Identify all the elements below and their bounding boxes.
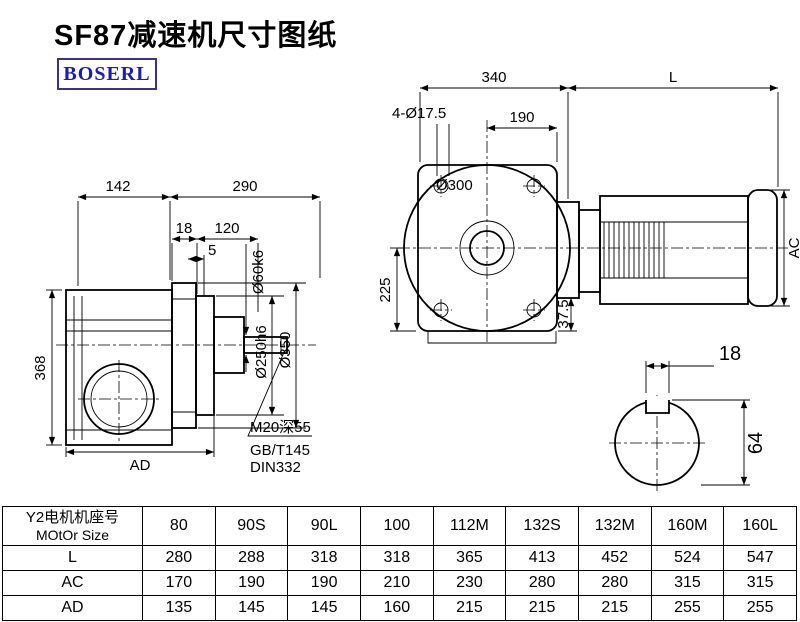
table-cell: 190: [214, 570, 289, 596]
table-cell: 288: [214, 545, 289, 571]
dim-64-label: 64: [745, 432, 767, 454]
row-label-ad: AD: [2, 595, 143, 621]
frame-size-112m: 112M: [432, 506, 507, 546]
table-cell: 210: [359, 570, 434, 596]
thread-note-label: M20深55: [250, 419, 311, 436]
key-width-label: 18: [719, 343, 741, 365]
table-cell: 315: [650, 570, 725, 596]
table-cell: 524: [650, 545, 725, 571]
flange-face: [398, 120, 788, 344]
dim-225-label: 225: [377, 277, 394, 302]
table-cell: 215: [432, 595, 507, 621]
row-label-ac: AC: [2, 570, 143, 596]
shaft-keyway: [645, 400, 670, 414]
dim-l-label: L: [669, 69, 677, 86]
motor-size-header-cell: Y2电机机座号 MOtOr Size: [2, 506, 143, 546]
frame-size-80: 80: [142, 506, 216, 546]
dim-5-label: 5: [208, 242, 216, 259]
table-cell: 190: [287, 570, 361, 596]
frame-size-100: 100: [359, 506, 434, 546]
table-row-ad: AD 135 145 145 160 215 215 215 255 255: [2, 595, 797, 621]
table-cell: 170: [142, 570, 216, 596]
frame-size-90l: 90L: [287, 506, 361, 546]
reducer-dimension-drawing: 142 290 18 120 5 368 AD Ø: [32, 69, 800, 491]
flange-spigot: [195, 295, 215, 416]
table-cell: 280: [577, 570, 652, 596]
table-cell: 413: [505, 545, 579, 571]
dim-37-5-label: 37.5: [555, 299, 572, 328]
front-view: 340 L 190 4-Ø17.5 Ø300 225 37.5: [377, 69, 800, 344]
frame-size-160m: 160M: [650, 506, 725, 546]
table-cell: 280: [142, 545, 216, 571]
page-title: SF87减速机尺寸图纸: [54, 20, 338, 52]
table-cell: 318: [287, 545, 361, 571]
boserl-logo: BOSERL: [57, 58, 157, 90]
dim-18-label: 18: [176, 220, 193, 237]
table-cell: 160: [359, 595, 434, 621]
dim-120-label: 120: [214, 220, 239, 237]
table-cell: 145: [287, 595, 361, 621]
table-cell: 315: [723, 570, 797, 596]
dia-60k6-label: Ø60k6: [250, 250, 267, 294]
table-cell: 255: [723, 595, 797, 621]
table-cell: 215: [577, 595, 652, 621]
dim-ac-label: AC: [786, 237, 800, 258]
front-view-dimensions: 340 L 190 4-Ø17.5 Ø300 225 37.5: [377, 69, 800, 332]
side-view-dimensions: 142 290 18 120 5 368 AD Ø: [32, 178, 321, 476]
dia-250h6-label: Ø250h6: [253, 325, 270, 378]
shaft-section-dimensions: 18 64: [645, 343, 767, 486]
motor-body: [599, 195, 749, 305]
dim-142-label: 142: [105, 178, 130, 195]
fan-cowl: [747, 189, 778, 307]
table-cell: 318: [359, 545, 434, 571]
table-cell: 255: [650, 595, 725, 621]
flange-disc: [171, 282, 197, 429]
standard-din-label: DIN332: [250, 459, 301, 476]
table-cell: 280: [505, 570, 579, 596]
thread-leader-line: [247, 349, 312, 437]
table-cell: 135: [142, 595, 216, 621]
boserl-logo-text: BOSERL: [63, 62, 151, 85]
dim-368-label: 368: [32, 355, 49, 380]
dim-190-label: 190: [509, 109, 534, 126]
motor-size-table: Y2电机机座号 MOtOr Size 80 90S 90L 100 112M 1…: [2, 506, 797, 621]
table-cell: 365: [432, 545, 507, 571]
table-cell: 230: [432, 570, 507, 596]
frame-size-132m: 132M: [577, 506, 652, 546]
header-cn-label: Y2电机机座号: [25, 509, 120, 526]
dim-ad-label: AD: [130, 457, 151, 474]
motor-adapter: [556, 201, 580, 299]
table-row-ac: AC 170 190 190 210 230 280 280 315 315: [2, 570, 797, 596]
standard-gb-label: GB/T145: [250, 442, 310, 459]
table-cell: 215: [505, 595, 579, 621]
bolt-holes-label: 4-Ø17.5: [392, 105, 446, 122]
gearbox-housing: [65, 289, 173, 446]
output-flange: [56, 282, 316, 429]
row-label-l: L: [2, 545, 143, 571]
dim-340-label: 340: [481, 69, 506, 86]
dim-290-label: 290: [232, 178, 257, 195]
frame-size-132s: 132S: [505, 506, 579, 546]
base-foot: [427, 331, 557, 344]
table-cell: 547: [723, 545, 797, 571]
table-header-row: Y2电机机座号 MOtOr Size 80 90S 90L 100 112M 1…: [2, 506, 797, 546]
dia-300-label: Ø300: [436, 177, 473, 194]
table-row-l: L 280 288 318 318 365 413 452 524 547: [2, 545, 797, 571]
table-cell: 452: [577, 545, 652, 571]
side-view: 142 290 18 120 5 368 AD Ø: [32, 178, 321, 476]
shaft-section-view: 18 64: [609, 343, 767, 491]
table-cell: 145: [214, 595, 289, 621]
frame-size-90s: 90S: [214, 506, 289, 546]
frame-size-160l: 160L: [723, 506, 797, 546]
header-en-label: MOtOr Size: [35, 527, 110, 543]
motor: [556, 189, 778, 307]
